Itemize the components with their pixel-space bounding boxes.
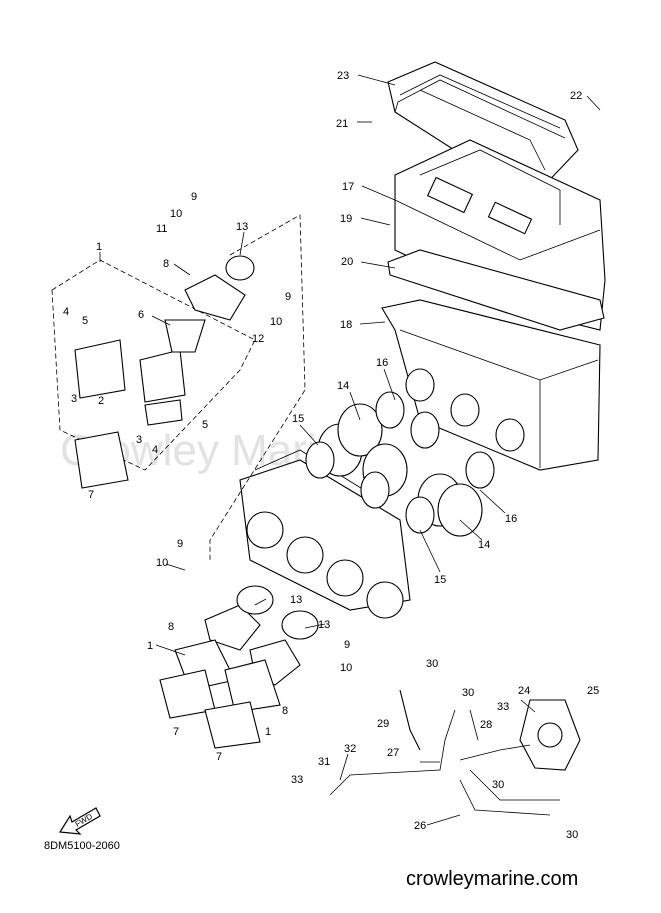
callout-4b: 4	[152, 444, 158, 456]
callout-17: 17	[342, 181, 354, 193]
callout-1c: 1	[265, 726, 271, 738]
callout-13: 13	[236, 221, 248, 233]
callout-30b: 30	[462, 687, 474, 699]
callout-29: 29	[377, 718, 389, 730]
carburetor-assembly	[239, 449, 411, 619]
callout-9c: 9	[177, 538, 183, 550]
fwd-arrow-icon: FWD	[58, 807, 101, 835]
callout-16b: 16	[505, 513, 517, 525]
callout-10b: 10	[270, 316, 282, 328]
leader-lines	[99, 74, 601, 826]
callout-7: 7	[88, 489, 94, 501]
callout-8: 8	[163, 258, 169, 270]
callout-14b: 14	[478, 539, 490, 551]
site-name: crowleymarine.com	[406, 868, 579, 890]
air-box-lower	[381, 299, 601, 471]
callout-1b: 1	[147, 640, 153, 652]
air-box-gasket	[387, 249, 605, 331]
callout-15b: 15	[434, 574, 446, 586]
intake-joints-upper	[317, 403, 483, 537]
diagram-code: 8DM5100-2060	[44, 840, 120, 852]
callout-11: 11	[156, 223, 167, 235]
callout-8c: 8	[282, 705, 288, 717]
callout-33a: 33	[497, 701, 509, 713]
callout-19: 19	[340, 213, 352, 225]
hose-clamps	[305, 391, 495, 534]
callout-6: 6	[138, 309, 144, 321]
callout-2: 2	[98, 395, 104, 407]
callout-31: 31	[318, 756, 330, 768]
fuel-pump	[519, 699, 581, 771]
callout-23: 23	[337, 70, 349, 82]
callout-24: 24	[518, 685, 530, 697]
callout-25: 25	[587, 685, 599, 697]
callout-30c: 30	[492, 779, 504, 791]
callout-14: 14	[337, 380, 349, 392]
callout-labels: 23 22 21 17 19 20 18 1 9 10 11 13 8 9 10…	[63, 70, 599, 841]
callout-9b: 9	[285, 291, 291, 303]
callout-10c: 10	[156, 557, 168, 569]
callout-32: 32	[344, 743, 356, 755]
callout-5b: 5	[202, 419, 208, 431]
callout-18: 18	[340, 319, 352, 331]
callout-28: 28	[480, 719, 492, 731]
callout-30a: 30	[426, 658, 438, 670]
fuel-hoses	[329, 689, 560, 816]
callout-10: 10	[170, 208, 182, 220]
callout-30d: 30	[566, 829, 578, 841]
callout-33b: 33	[291, 774, 303, 786]
callout-7c: 7	[216, 751, 222, 763]
callout-1: 1	[96, 241, 102, 253]
callout-20: 20	[341, 256, 353, 268]
callout-8b: 8	[168, 621, 174, 633]
callout-26: 26	[414, 820, 426, 832]
callout-4: 4	[63, 306, 69, 318]
callout-21: 21	[336, 118, 348, 130]
callout-22: 22	[570, 90, 582, 102]
callout-12: 12	[252, 333, 264, 345]
intake-manifold-upper	[184, 214, 306, 560]
callout-27: 27	[387, 747, 399, 759]
air-box-cover	[387, 61, 579, 191]
callout-7b: 7	[173, 726, 179, 738]
callout-5: 5	[82, 315, 88, 327]
callout-3b: 3	[136, 434, 142, 446]
callout-3: 3	[71, 393, 77, 405]
callout-13c: 13	[318, 619, 330, 631]
callout-10d: 10	[340, 662, 352, 674]
callout-13b: 13	[290, 594, 302, 606]
intake-manifold-lower	[159, 585, 319, 749]
callout-9d: 9	[344, 639, 350, 651]
callout-9: 9	[191, 191, 197, 203]
reed-valve-group-upper	[51, 259, 256, 489]
callout-15: 15	[292, 413, 304, 425]
callout-16: 16	[376, 357, 388, 369]
